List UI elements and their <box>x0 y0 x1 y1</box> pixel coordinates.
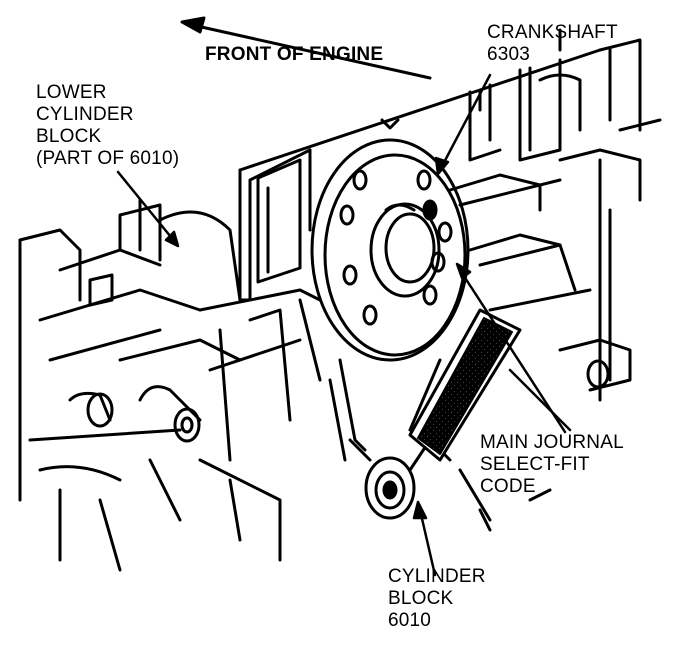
cylinder-block-label: CYLINDER BLOCK 6010 <box>388 566 486 632</box>
leader-lines <box>116 73 572 577</box>
main-journal-code-line3: CODE <box>480 476 536 497</box>
cylinder-block-line2: BLOCK <box>388 588 454 609</box>
cylinder-block-line3: 6010 <box>388 610 432 631</box>
lower-cylinder-block-line1: LOWER <box>36 82 107 103</box>
lower-cylinder-block-line4: (PART OF 6010) <box>36 148 180 169</box>
crankshaft-line2: 6303 <box>487 44 531 65</box>
main-journal-code-line1: MAIN JOURNAL <box>480 432 624 453</box>
front-of-engine-label: FRONT OF ENGINE <box>205 44 383 66</box>
main-journal-code-label: MAIN JOURNAL SELECT-FIT CODE <box>480 432 624 498</box>
bearing-cap <box>328 338 632 532</box>
lower-cylinder-block-line2: CYLINDER <box>36 104 134 125</box>
lower-cylinder-block-label: LOWER CYLINDER BLOCK (PART OF 6010) <box>36 82 179 170</box>
journal-code-plate <box>408 308 522 462</box>
front-arrow <box>180 16 432 80</box>
main-journal-code-line2: SELECT-FIT <box>480 454 590 475</box>
crankshaft-line1: CRANKSHAFT <box>487 22 618 43</box>
front-of-engine-text: FRONT OF ENGINE <box>205 44 384 65</box>
cylinder-block-body <box>238 28 662 402</box>
lower-cylinder-block-line3: BLOCK <box>36 126 102 147</box>
cylinder-block-line1: CYLINDER <box>388 566 486 587</box>
crankshaft-label: CRANKSHAFT 6303 <box>487 22 618 66</box>
lower-block-left <box>18 198 322 572</box>
crankshaft-flange <box>310 118 470 362</box>
